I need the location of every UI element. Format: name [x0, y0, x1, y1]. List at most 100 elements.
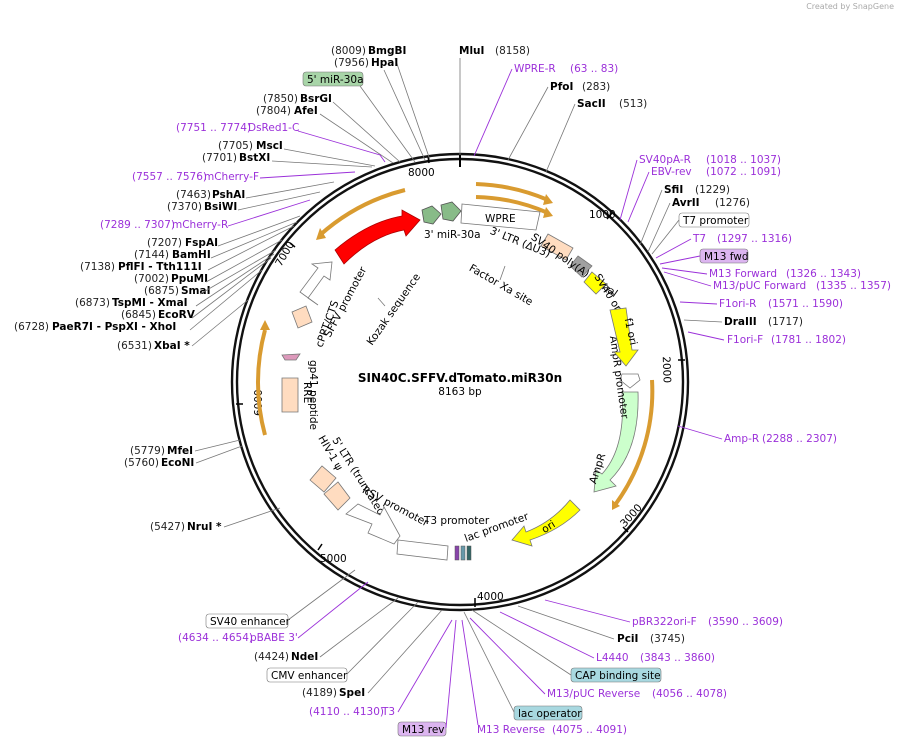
svg-text:M13 Reverse: M13 Reverse: [477, 724, 545, 736]
svg-text:Amp-R: Amp-R: [724, 433, 759, 445]
svg-text:(5779): (5779): [130, 445, 165, 457]
site-pflfi: (7138) PflFI - Tth111I: [80, 225, 295, 273]
feature-mir30a-3: 3' miR-30a: [421, 201, 481, 241]
feature-sffv-promoter: SFFV promoter: [299, 261, 370, 339]
site-mfei: (5779) MfeI: [130, 439, 241, 457]
svg-text:M13 Forward: M13 Forward: [709, 268, 777, 280]
svg-text:MluI: MluI: [459, 45, 484, 57]
site-mlui: MluI (8158): [459, 45, 530, 155]
svg-text:XbaI *: XbaI *: [154, 340, 190, 352]
svg-text:M13/pUC Forward: M13/pUC Forward: [713, 280, 806, 292]
snapgene-credit: Created by SnapGene: [806, 2, 894, 11]
svg-text:(1018 .. 1037): (1018 .. 1037): [706, 154, 781, 166]
site-paer7i: (6728) PaeR7I - PspXI - XhoI: [14, 269, 263, 333]
site-pbr322: pBR322ori-F (3590 .. 3609): [544, 599, 783, 628]
svg-text:TspMI - XmaI: TspMI - XmaI: [112, 297, 188, 309]
svg-text:4000: 4000: [477, 591, 504, 603]
svg-text:(4424): (4424): [254, 651, 289, 663]
svg-text:WPRE: WPRE: [485, 213, 516, 225]
svg-text:Kozak sequence: Kozak sequence: [365, 271, 423, 347]
svg-text:(7956): (7956): [334, 57, 369, 69]
orange-arc-left: [255, 329, 267, 436]
leader-mir30a5: [359, 85, 416, 163]
label-m13-rev: M13 rev: [397, 619, 457, 737]
site-hpai: (7956) HpaI: [334, 57, 426, 161]
svg-text:pBR322ori-F: pBR322ori-F: [632, 616, 697, 628]
site-l4440: L4440 (3843 .. 3860): [499, 611, 715, 664]
svg-text:BmgBI: BmgBI: [368, 45, 406, 57]
site-smai: (6875) SmaI: [144, 249, 277, 297]
svg-text:SmaI: SmaI: [181, 285, 211, 297]
feature-factor-xa: Factor Xa site: [467, 262, 535, 308]
svg-text:lac operator: lac operator: [518, 708, 582, 720]
svg-text:PciI: PciI: [617, 633, 638, 645]
svg-text:(1229): (1229): [695, 184, 730, 196]
svg-text:BsrGI: BsrGI: [300, 93, 332, 105]
feature-t3-promoter: T3 promoter: [396, 515, 490, 561]
svg-text:(4110 .. 4130): (4110 .. 4130): [309, 706, 384, 718]
site-bsiwi: (7370) BsiWI: [167, 191, 321, 213]
site-sv40pa-r: SV40pA-R (1018 .. 1037): [619, 154, 781, 221]
svg-text:(7144): (7144): [134, 249, 169, 261]
svg-text:MfeI: MfeI: [167, 445, 193, 457]
svg-text:(7002): (7002): [134, 273, 169, 285]
orange-arrowhead-4: [316, 228, 326, 240]
svg-text:WPRE-R: WPRE-R: [514, 63, 556, 75]
svg-text:(6531): (6531): [117, 340, 152, 352]
site-tspmi: (6873) TspMI - XmaI: [75, 253, 275, 309]
svg-text:(3745): (3745): [650, 633, 685, 645]
plasmid-name: SIN40C.SFFV.dTomato.miR30n: [358, 371, 562, 385]
feature-f1ori: f1 ori: [609, 307, 639, 367]
svg-text:(7289 .. 7307): (7289 .. 7307): [100, 219, 175, 231]
site-m13-reverse: M13 Reverse (4075 .. 4091): [461, 619, 627, 736]
site-t3: (4110 .. 4130) T3: [309, 619, 453, 718]
tick-4000: 4000: [474, 591, 504, 607]
site-mcherry-f: (7557 .. 7576) mCherry-F: [132, 171, 356, 183]
svg-text:(7705): (7705): [218, 140, 253, 152]
svg-text:SV40pA-R: SV40pA-R: [639, 154, 691, 166]
site-bamhi: (7144) BamHI: [134, 221, 298, 261]
svg-text:(1276): (1276): [715, 197, 750, 209]
label-m13-fwd: M13 fwd: [659, 248, 749, 265]
svg-text:(7804): (7804): [256, 105, 291, 117]
svg-text:(7751 .. 7774): (7751 .. 7774): [176, 122, 251, 134]
svg-text:PpuMI: PpuMI: [171, 273, 208, 285]
svg-text:(6875): (6875): [144, 285, 179, 297]
site-avrii: AvrII (1276): [647, 197, 750, 253]
svg-text:5000: 5000: [320, 553, 347, 565]
site-wpre-r: WPRE-R (63 .. 83): [473, 63, 618, 157]
svg-text:(3843 .. 3860): (3843 .. 3860): [640, 652, 715, 664]
site-fspai: (7207) FspAI: [147, 215, 301, 249]
label-cap-binding-site: CAP binding site: [471, 609, 662, 683]
tick-2000: 2000: [660, 356, 685, 383]
svg-text:(5427): (5427): [150, 521, 185, 533]
svg-text:(1335 .. 1357): (1335 .. 1357): [816, 280, 891, 292]
svg-text:pBABE 3': pBABE 3': [250, 632, 298, 644]
orange-arc-right: [613, 379, 655, 507]
site-spei: (4189) SpeI: [302, 609, 443, 699]
svg-text:MscI: MscI: [256, 140, 283, 152]
site-sacii: SacII (513): [545, 98, 647, 173]
site-pbabe: (4634 .. 4654) pBABE 3': [178, 581, 369, 644]
orange-arc-top-left: [318, 188, 406, 237]
svg-text:Factor Xa site: Factor Xa site: [467, 262, 535, 308]
svg-text:(7138): (7138): [80, 261, 115, 273]
label-cmv-enhancer: CMV enhancer: [266, 601, 419, 683]
svg-text:PshAI: PshAI: [212, 189, 245, 201]
svg-text:(513): (513): [619, 98, 647, 110]
feature-rre: RRE: [281, 377, 313, 413]
feature-gp41: gp41 peptide: [281, 353, 319, 430]
svg-text:(1781 .. 1802): (1781 .. 1802): [771, 334, 846, 346]
svg-text:EcoRV: EcoRV: [158, 309, 196, 321]
site-pcii: PciI (3745): [517, 605, 685, 645]
site-ppumi: (7002) PpuMI: [134, 239, 283, 285]
label-t7-promoter: T7 promoter: [651, 212, 750, 255]
site-mcherry-r: (7289 .. 7307) mCherry-R: [100, 199, 311, 231]
site-sfii: SfiI (1229): [639, 184, 730, 246]
svg-text:SfiI: SfiI: [664, 184, 683, 196]
svg-text:(3590 .. 3609): (3590 .. 3609): [708, 616, 783, 628]
orange-arc-top-1: [475, 182, 549, 202]
svg-text:(2288 .. 2307): (2288 .. 2307): [762, 433, 837, 445]
svg-text:PfoI: PfoI: [550, 81, 573, 93]
svg-text:EcoNI: EcoNI: [161, 457, 194, 469]
